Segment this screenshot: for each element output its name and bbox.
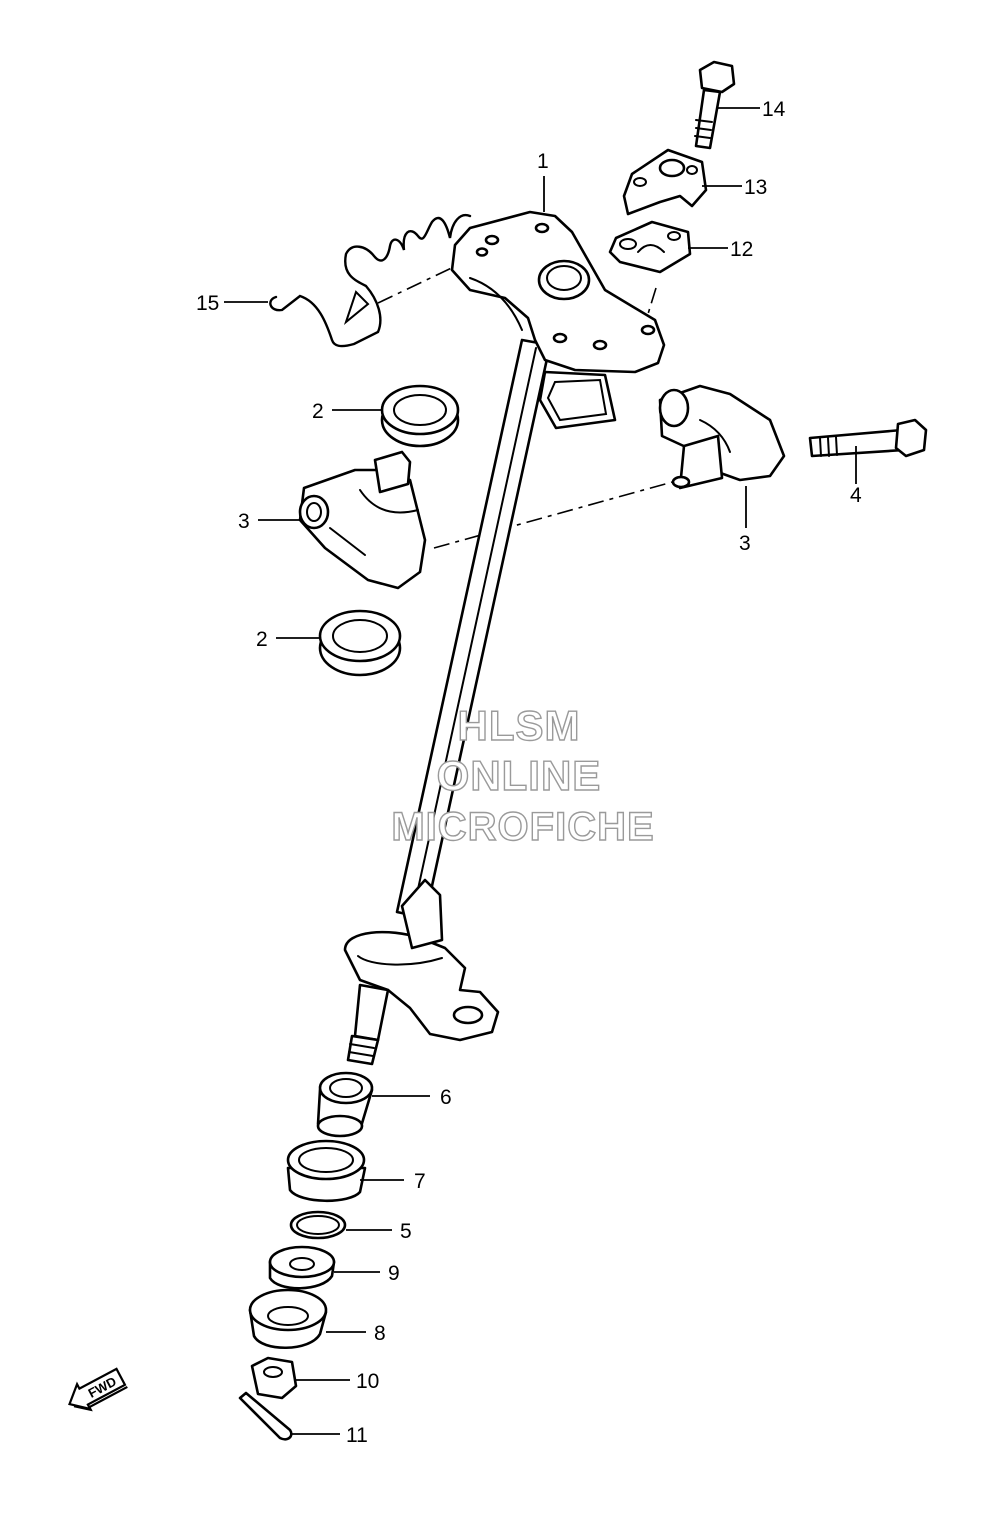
- part-4-bolt: [808, 418, 928, 458]
- callout-3-right: 3: [739, 532, 751, 555]
- watermark: HLSM ONLINE MICROFICHE: [391, 701, 655, 849]
- part-2-lower-seal: [318, 609, 402, 677]
- callout-12: 12: [730, 238, 753, 261]
- callout-8: 8: [374, 1322, 386, 1345]
- part-3-right-holder: [658, 384, 786, 490]
- part-3-left-holder: [298, 450, 427, 590]
- callout-3-left: 3: [238, 510, 250, 533]
- part-5-o-ring: [289, 1210, 347, 1240]
- part-12-lower-clamp: [608, 220, 692, 274]
- leader-lines: [224, 107, 857, 1435]
- part-10-nut: [250, 1356, 298, 1400]
- fwd-arrow-icon: FWD: [68, 1367, 128, 1412]
- callout-5: 5: [400, 1220, 412, 1243]
- part-14-bolt: [694, 60, 736, 150]
- callout-10: 10: [356, 1370, 379, 1393]
- part-9-washer: [268, 1245, 336, 1290]
- callout-4: 4: [850, 484, 862, 507]
- callout-15: 15: [196, 292, 219, 315]
- callout-14: 14: [762, 98, 786, 121]
- part-11-cotter-pin: [238, 1391, 293, 1441]
- part-13-upper-clamp: [622, 148, 708, 216]
- watermark-line-1: HLSM: [458, 702, 581, 749]
- watermark-line-3: MICROFICHE: [391, 805, 654, 849]
- part-6-bushing: [316, 1071, 374, 1138]
- callout-13: 13: [744, 176, 767, 199]
- watermark-line-2: ONLINE: [437, 752, 602, 799]
- part-2-upper-seal: [380, 384, 460, 448]
- part-1-top-bracket: [450, 210, 666, 430]
- shaft-lower-housing: [343, 878, 500, 1066]
- part-15-spring-clip: [269, 213, 472, 348]
- callout-2-upper: 2: [312, 400, 324, 423]
- callout-11: 11: [346, 1424, 368, 1447]
- callout-7: 7: [414, 1170, 426, 1193]
- callout-9: 9: [388, 1262, 400, 1285]
- callout-6: 6: [440, 1086, 452, 1109]
- part-7-bearing-housing: [286, 1139, 367, 1203]
- part-8-cup: [248, 1288, 328, 1350]
- callout-2-lower: 2: [256, 628, 268, 651]
- callout-labels: 1 14 13 12 15 2 3 3 4 2 6 7 5 9 8 10 11: [196, 98, 862, 1447]
- callout-1: 1: [537, 150, 549, 173]
